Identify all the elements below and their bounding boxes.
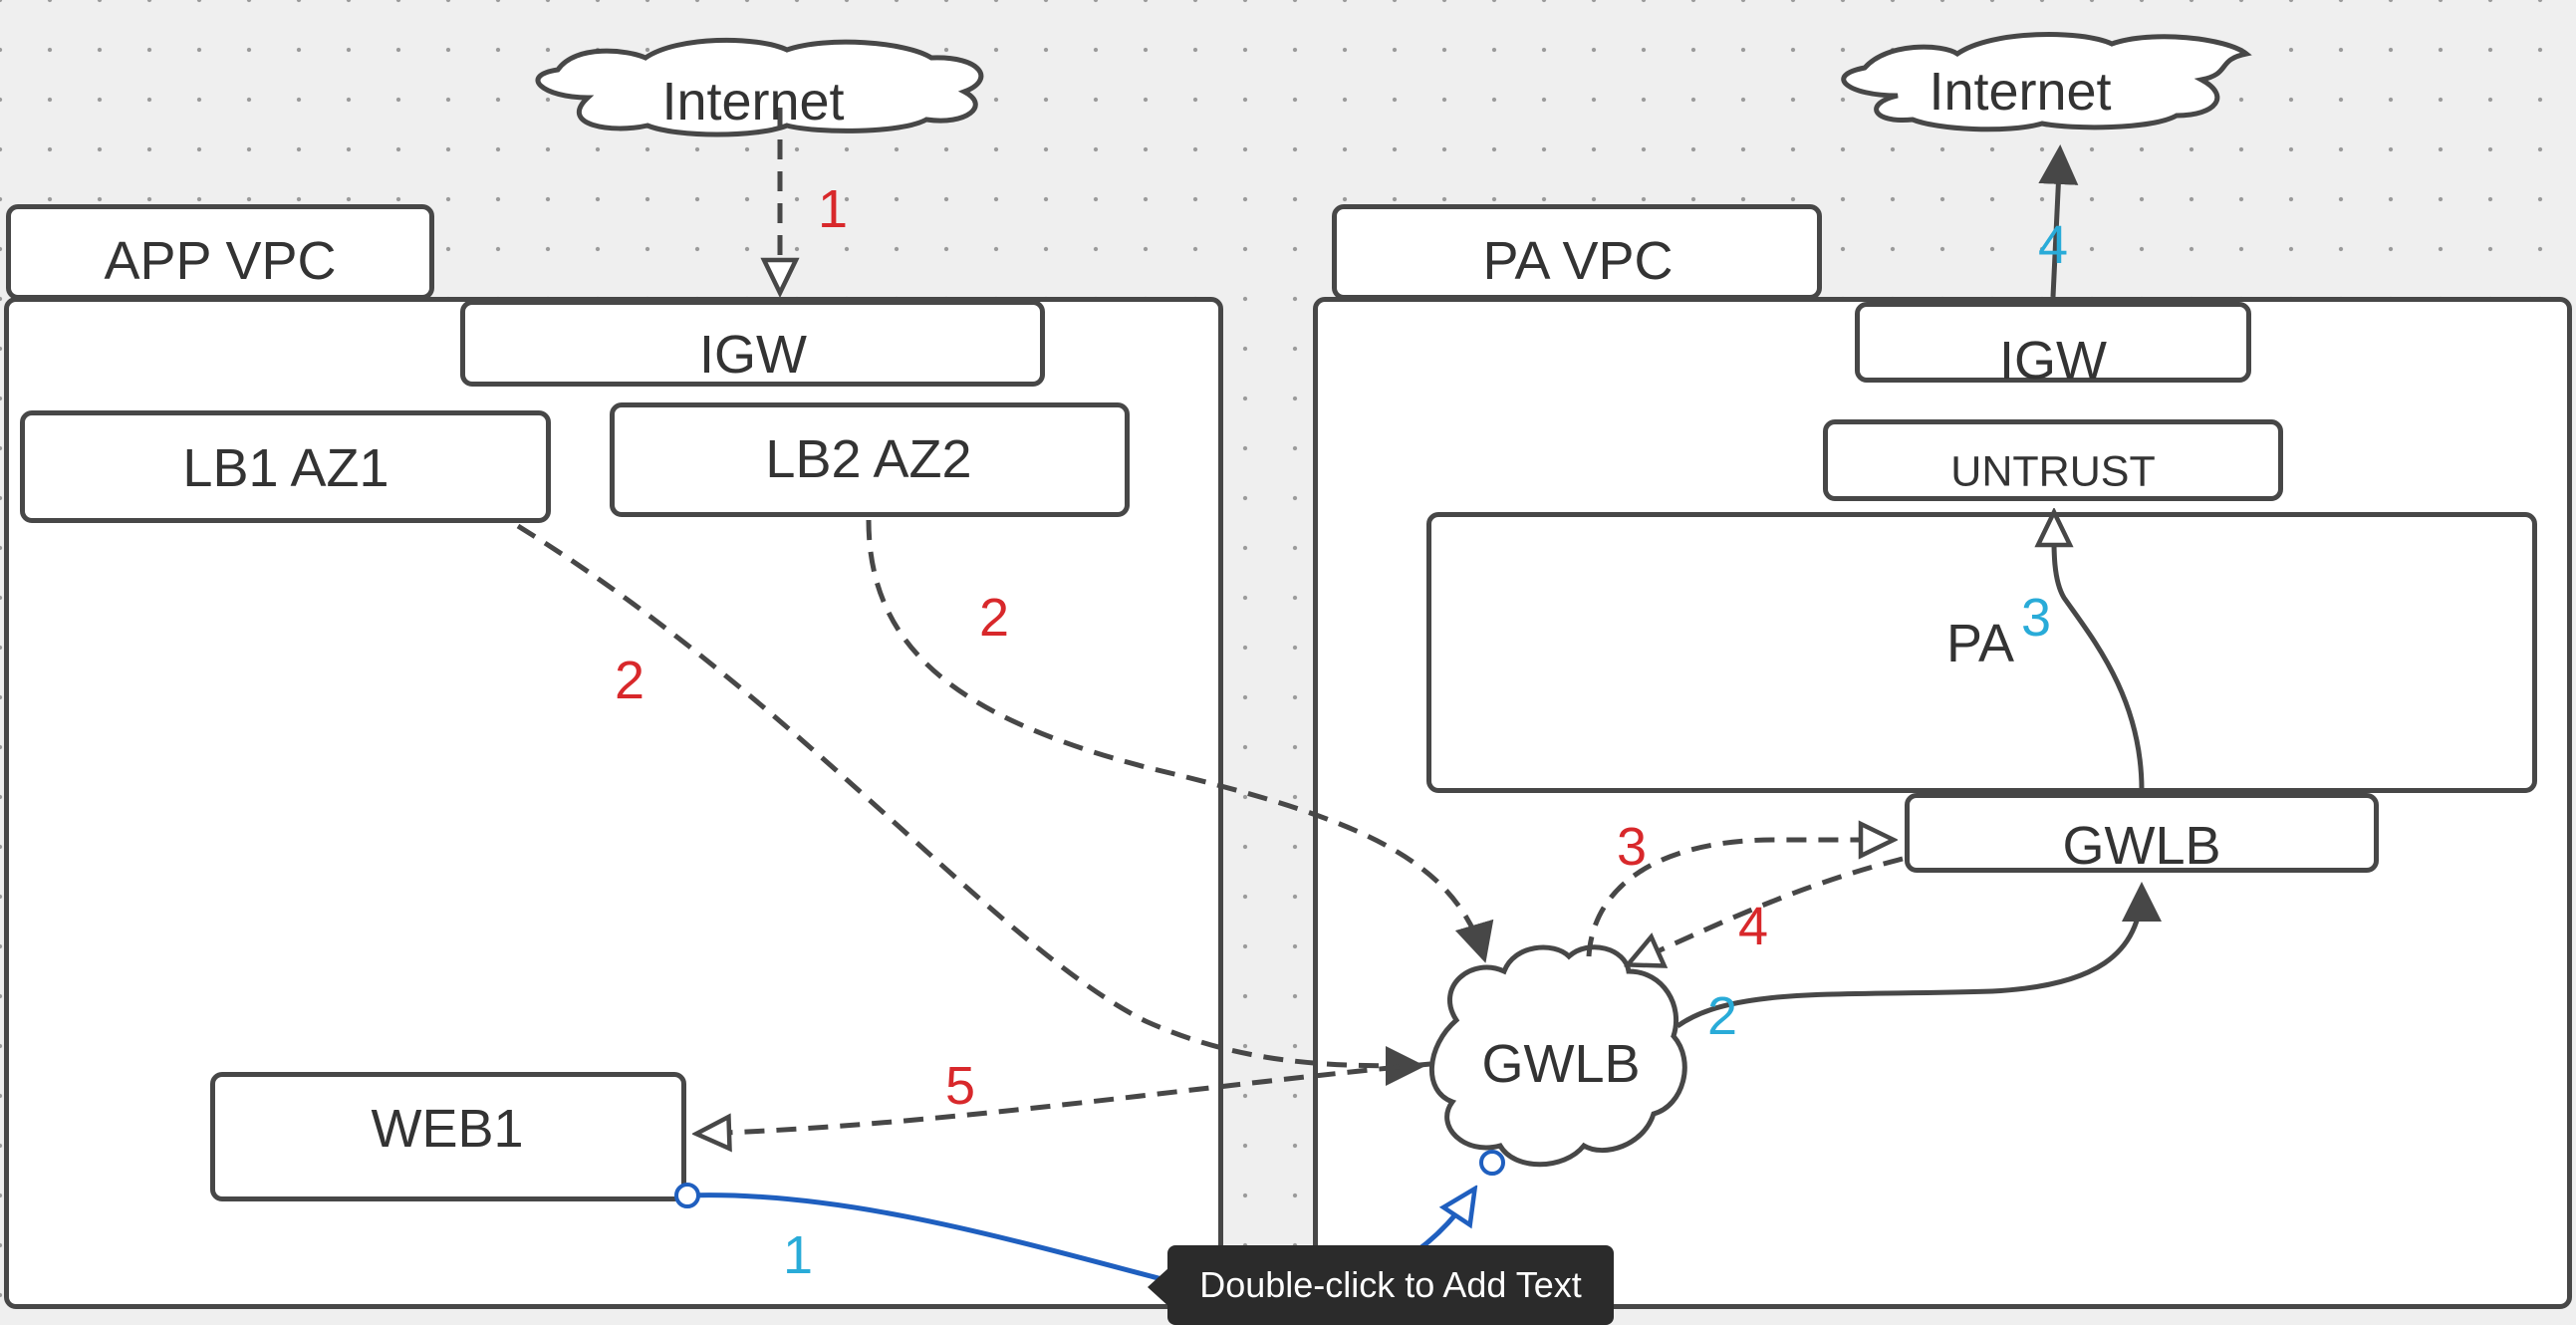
pa-igw-box[interactable] [1855, 302, 2251, 383]
gwlb-cloud-icon[interactable] [1428, 944, 1687, 1168]
app-vpc-label: APP VPC [104, 231, 337, 291]
app-igw-box[interactable] [460, 300, 1045, 387]
pa-gwlb-label: GWLB [2062, 816, 2221, 876]
connector-gwlb-to-web1[interactable] [697, 1061, 1431, 1134]
internet-left-cloud-icon[interactable] [535, 37, 984, 137]
connector-lb1-to-gwlb[interactable] [516, 523, 1425, 1086]
web1-label: WEB1 [371, 1099, 524, 1159]
app-igw-label: IGW [699, 325, 807, 385]
step-cyan-4: 4 [2037, 215, 2069, 275]
step-cyan-1: 1 [782, 1225, 814, 1285]
internet-left-label: Internet [661, 72, 845, 132]
connector-pa-gwlb-to-untrust[interactable] [2054, 513, 2145, 791]
gwlb-cloud-label: GWLB [1481, 1034, 1641, 1094]
pa-igw-label: IGW [1999, 331, 2107, 391]
web1-box[interactable] [210, 1072, 686, 1201]
add-text-tooltip: Double-click to Add Text [1167, 1245, 1614, 1325]
lb2-az2-label: LB2 AZ2 [765, 429, 972, 489]
lb1-az1-label: LB1 AZ1 [182, 438, 389, 498]
connector-pa-gwlb-to-gwlb[interactable] [1629, 856, 1904, 964]
step-red-5: 5 [944, 1056, 976, 1116]
step-red-2-lb1: 2 [614, 651, 645, 710]
connector-gwlb-to-pa-gwlb-solid[interactable] [1675, 882, 2162, 1029]
step-cyan-2: 2 [1706, 986, 1738, 1046]
internet-right-label: Internet [1929, 62, 2112, 122]
lb2-az2-box[interactable] [610, 402, 1130, 517]
internet-right-cloud-icon[interactable] [1841, 32, 2252, 132]
untrust-box[interactable] [1823, 419, 2283, 501]
connector-lb2-to-gwlb[interactable] [866, 519, 1494, 963]
step-red-1: 1 [817, 179, 849, 239]
tooltip-arrow [1148, 1267, 1169, 1307]
connector-pa-igw-to-internet[interactable] [2038, 144, 2079, 298]
lb1-az1-box[interactable] [20, 410, 551, 523]
pa-vpc-tab[interactable] [1332, 204, 1822, 300]
pa-label: PA [1945, 614, 2015, 673]
untrust-label: UNTRUST [1950, 447, 2156, 496]
pa-box[interactable] [1426, 512, 2537, 793]
step-red-3: 3 [1616, 817, 1648, 877]
step-cyan-3: 3 [2020, 588, 2052, 648]
pa-vpc-label: PA VPC [1482, 231, 1674, 291]
pa-gwlb-box[interactable] [1905, 793, 2379, 873]
step-red-4: 4 [1737, 897, 1769, 956]
step-red-2-lb2: 2 [978, 588, 1010, 648]
connector-end-handle[interactable] [1479, 1150, 1505, 1176]
connector-start-handle[interactable] [674, 1183, 700, 1208]
